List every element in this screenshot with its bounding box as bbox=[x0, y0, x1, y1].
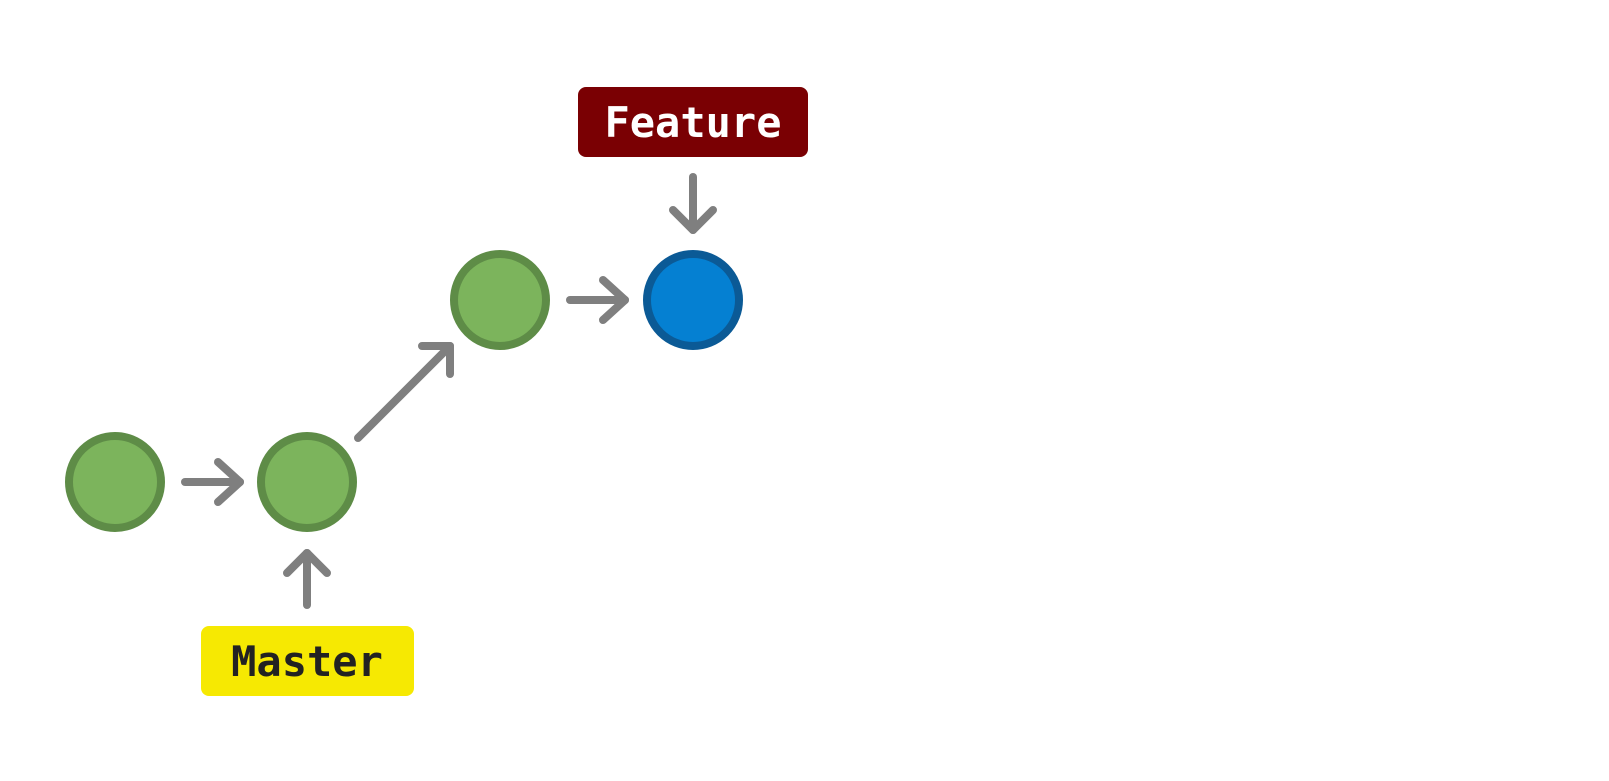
edge-c3-c4-head bbox=[599, 276, 629, 324]
master-branch-label: Master bbox=[201, 626, 414, 696]
feature-pointer-arrow-head bbox=[669, 206, 717, 234]
master-label-box bbox=[201, 626, 414, 696]
commit-node-1 bbox=[65, 432, 165, 532]
commit-node-head bbox=[643, 250, 743, 350]
edge-c2-c3-head bbox=[418, 342, 454, 378]
master-label-text: Master bbox=[231, 637, 383, 686]
feature-branch-label: Feature bbox=[578, 87, 808, 157]
edge-c1-c2-head bbox=[214, 458, 244, 506]
edge-c2-c3 bbox=[354, 342, 454, 442]
commit-node-2 bbox=[257, 432, 357, 532]
feature-label-box bbox=[578, 87, 808, 157]
master-pointer-arrow-head bbox=[283, 549, 331, 577]
commit-node-3 bbox=[450, 250, 550, 350]
feature-label-text: Feature bbox=[604, 98, 781, 147]
